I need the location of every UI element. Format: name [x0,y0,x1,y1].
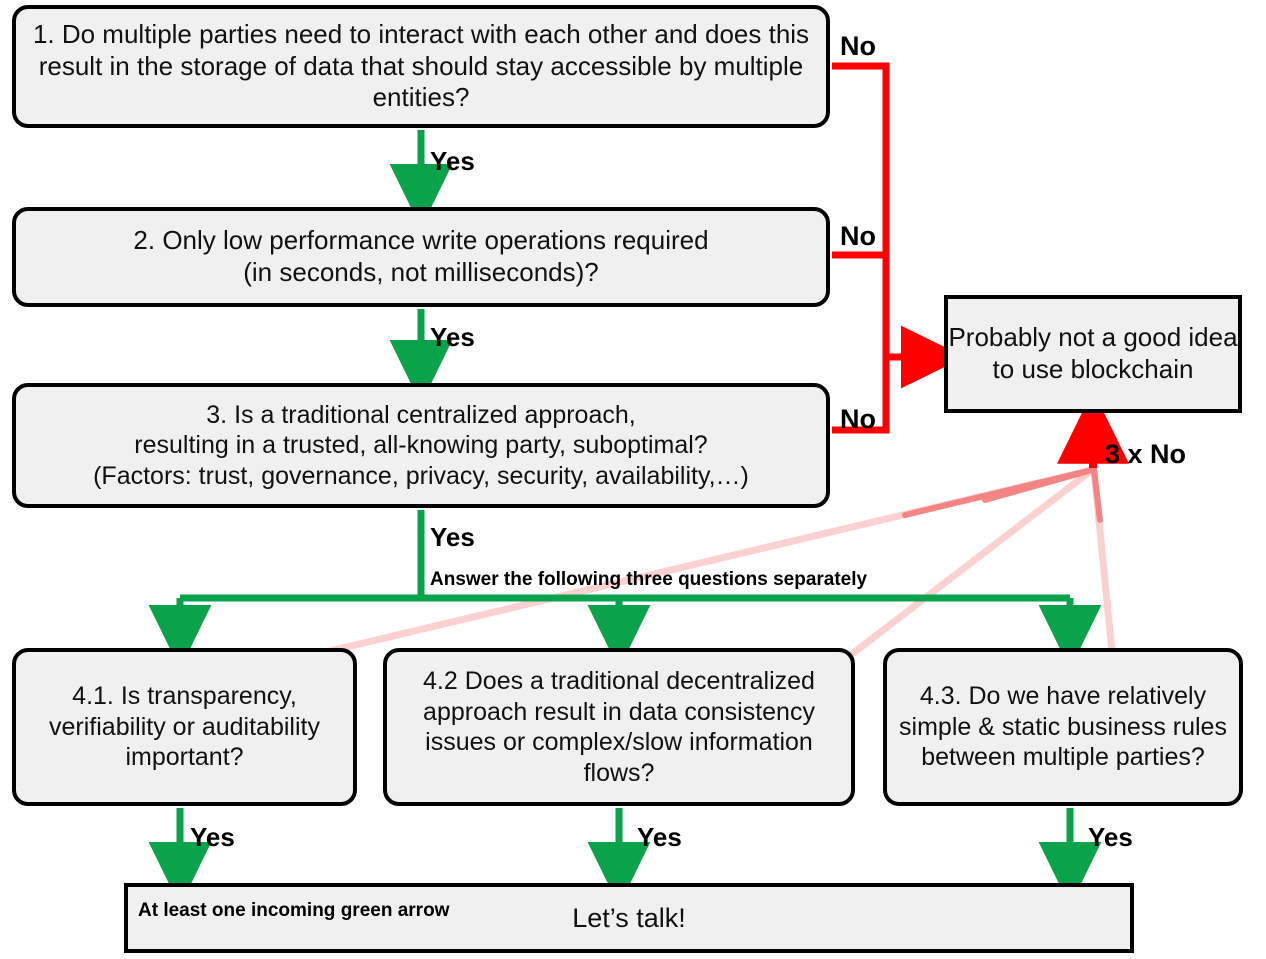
pink-convergence-highlight [902,467,1103,523]
red-path-q1-no [832,62,890,357]
answer-separately-note: Answer the following three questions sep… [430,569,868,590]
edge-label-yes-q1: Yes [430,146,475,176]
edge-label-yes-43: Yes [1088,822,1133,852]
edge-label-no-q3: No [840,404,876,434]
outcome-not-blockchain-box[interactable]: Probably not a good idea to use blockcha… [944,295,1242,413]
green-yes-connectors [148,130,1102,907]
edge-label-3x-no: 3 x No [1105,439,1187,469]
edge-label-yes-41: Yes [190,822,235,852]
edge-label-yes-q3: Yes [430,522,475,552]
question-4-3-box[interactable]: 4.3. Do we have relatively simple & stat… [883,648,1243,806]
edge-label-no-q2: No [840,221,876,251]
question-4-2-text: 4.2 Does a traditional decentralized app… [423,667,815,787]
question-1-text: 1. Do multiple parties need to interact … [32,18,810,113]
question-4-3-text: 4.3. Do we have relatively simple & stat… [899,682,1227,772]
at-least-one-green-arrow-note: At least one incoming green arrow [138,900,450,921]
outcome-lets-talk-text: Let’s talk! [572,902,686,933]
question-4-2-box[interactable]: 4.2 Does a traditional decentralized app… [383,648,855,806]
question-4-1-text: 4.1. Is transparency, verifiability or a… [49,682,320,772]
question-3-box[interactable]: 3. Is a traditional centralized approach… [12,383,830,508]
red-no-connectors [832,62,966,434]
question-3-text: 3. Is a traditional centralized approach… [93,400,749,490]
question-2-text: 2. Only low performance write operations… [133,225,709,287]
question-2-box[interactable]: 2. Only low performance write operations… [12,207,830,307]
edge-label-yes-42: Yes [637,822,682,852]
edge-label-no-q1: No [840,31,876,61]
question-4-1-box[interactable]: 4.1. Is transparency, verifiability or a… [12,648,357,806]
red-path-q3-no [832,357,890,434]
edge-label-yes-q2: Yes [430,322,475,352]
outcome-lets-talk-box[interactable]: Let’s talk! At least one incoming green … [124,883,1134,953]
outcome-not-blockchain-text: Probably not a good idea to use blockcha… [948,322,1238,384]
pink-line-from-42 [848,466,1096,658]
question-1-box[interactable]: 1. Do multiple parties need to interact … [12,5,830,128]
